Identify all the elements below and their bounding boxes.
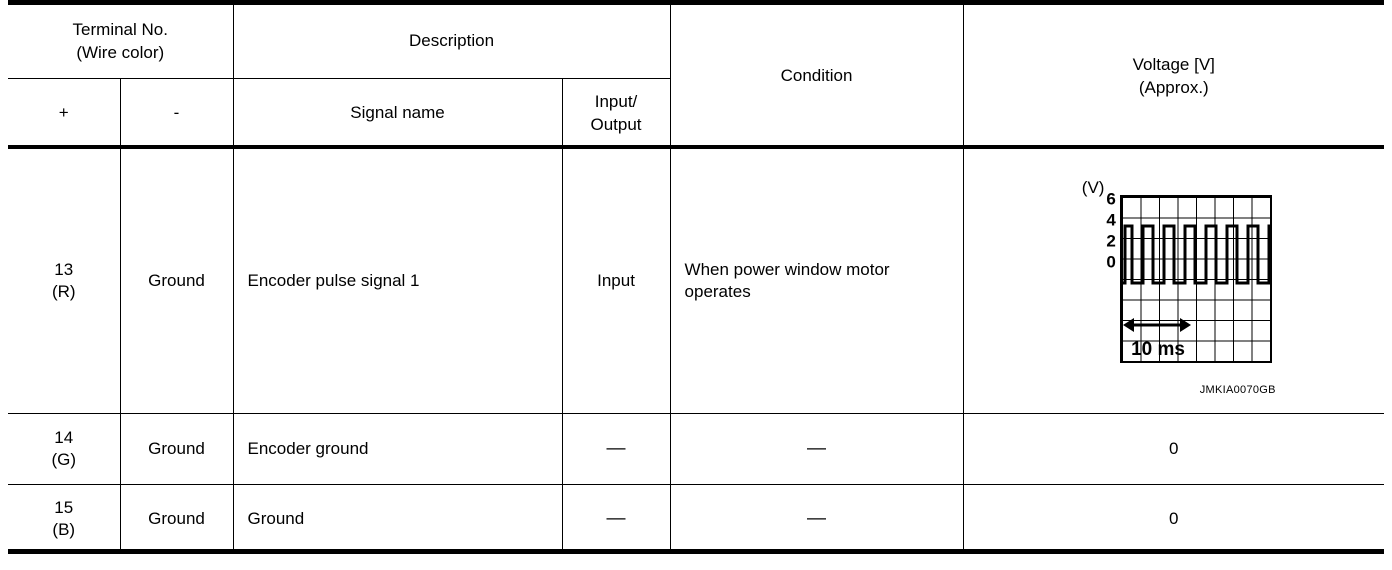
header-voltage-line2: (Approx.) [1138, 77, 1209, 97]
table-row: 15 (B) Ground Ground — — 0 [8, 484, 1385, 554]
header-terminal-no-line2: (Wire color) [76, 42, 165, 62]
cell-voltage: 0 [962, 413, 1385, 485]
header-terminal-no: Terminal No. (Wire color) [8, 4, 234, 79]
header-input-output-line2: Output [590, 114, 642, 134]
terminal-number: 15 [54, 497, 74, 517]
cell-terminal-number: 15 (B) [8, 484, 121, 554]
header-description: Description [232, 4, 671, 79]
y-tick-4: 4 [1106, 210, 1116, 230]
waveform-trace: 10 ms [1121, 224, 1270, 360]
cell-signal-name: Encoder ground [232, 413, 563, 485]
terminal-wire-color: (G) [51, 450, 77, 469]
waveform-grid: 10 ms [1119, 195, 1272, 363]
waveform-y-axis: 6 4 2 0 [1090, 191, 1116, 319]
cell-signal-name: Encoder pulse signal 1 [232, 148, 563, 414]
terminal-spec-table: Terminal No. (Wire color) Description Co… [8, 4, 1385, 554]
waveform-time-label: 10 ms [1131, 339, 1185, 360]
cell-condition: When power window motor operates [669, 148, 964, 414]
table-header-row-1: Terminal No. (Wire color) Description Co… [8, 4, 1385, 149]
header-voltage-line1: Voltage [V] [1132, 55, 1215, 75]
cell-voltage: 0 [962, 484, 1385, 554]
header-condition: Condition [669, 4, 964, 149]
cell-input-output: — [561, 413, 671, 485]
cell-voltage-waveform: (V) 6 4 2 0 [962, 148, 1385, 414]
table-row: 14 (G) Ground Encoder ground — — 0 [8, 413, 1385, 485]
terminal-number: 14 [54, 427, 74, 447]
header-minus: - [119, 78, 234, 149]
header-terminal-no-line1: Terminal No. [72, 20, 168, 40]
table-top-rule [8, 0, 1384, 5]
terminal-wire-color: (R) [51, 282, 76, 301]
header-plus: + [8, 78, 121, 149]
waveform-unit-label: (V) [1081, 178, 1105, 197]
cell-input-output: Input [561, 148, 671, 414]
header-input-output: Input/ Output [561, 78, 671, 149]
terminal-wire-color: (B) [52, 520, 76, 539]
cell-input-output: — [561, 484, 671, 554]
header-voltage: Voltage [V] (Approx.) [962, 4, 1385, 149]
y-tick-6: 6 [1106, 189, 1116, 209]
terminal-number: 13 [54, 259, 74, 279]
figure-id: JMKIA0070GB [1199, 383, 1276, 396]
cell-negative-terminal: Ground [119, 413, 234, 485]
cell-negative-terminal: Ground [119, 148, 234, 414]
oscilloscope-figure: (V) 6 4 2 0 [1074, 178, 1276, 396]
cell-signal-name: Ground [232, 484, 563, 554]
table-row: 13 (R) Ground Encoder pulse signal 1 Inp… [8, 148, 1385, 414]
cell-condition: — [669, 413, 964, 485]
y-tick-2: 2 [1106, 231, 1116, 251]
cell-terminal-number: 13 (R) [8, 148, 121, 414]
y-tick-0: 0 [1106, 252, 1116, 272]
cell-condition: — [669, 484, 964, 554]
table-header-row-2: + - Signal name Input/ Output [8, 78, 1384, 149]
header-input-output-line1: Input/ [594, 92, 638, 112]
cell-terminal-number: 14 (G) [8, 413, 121, 485]
cell-negative-terminal: Ground [119, 484, 234, 554]
header-signal-name: Signal name [232, 78, 563, 149]
